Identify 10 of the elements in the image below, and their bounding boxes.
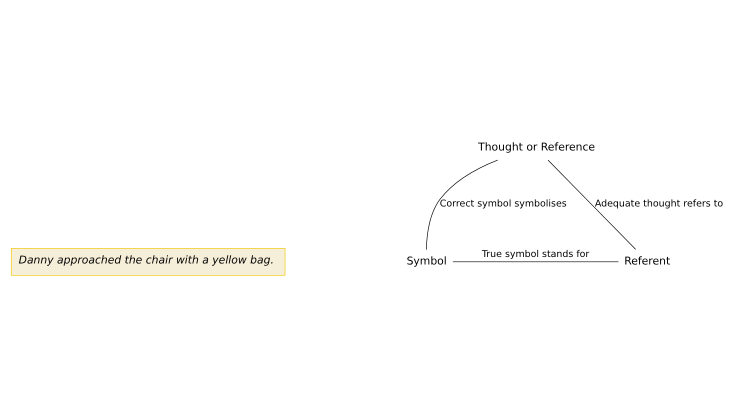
- edge-label: True symbol stands for: [482, 249, 590, 260]
- node-box: Danny approached the chair with a yellow bag.: [10, 248, 286, 276]
- node-text: Referent: [624, 254, 670, 268]
- connector: [452, 261, 619, 262]
- edge-label: Adequate thought refers to: [594, 198, 724, 210]
- edge-label: Correct symbol symbolises: [440, 198, 567, 210]
- connector: [426, 160, 498, 250]
- connector: [548, 160, 636, 250]
- node-text: Thought or Reference: [478, 140, 596, 154]
- node-text: Symbol: [406, 254, 447, 268]
